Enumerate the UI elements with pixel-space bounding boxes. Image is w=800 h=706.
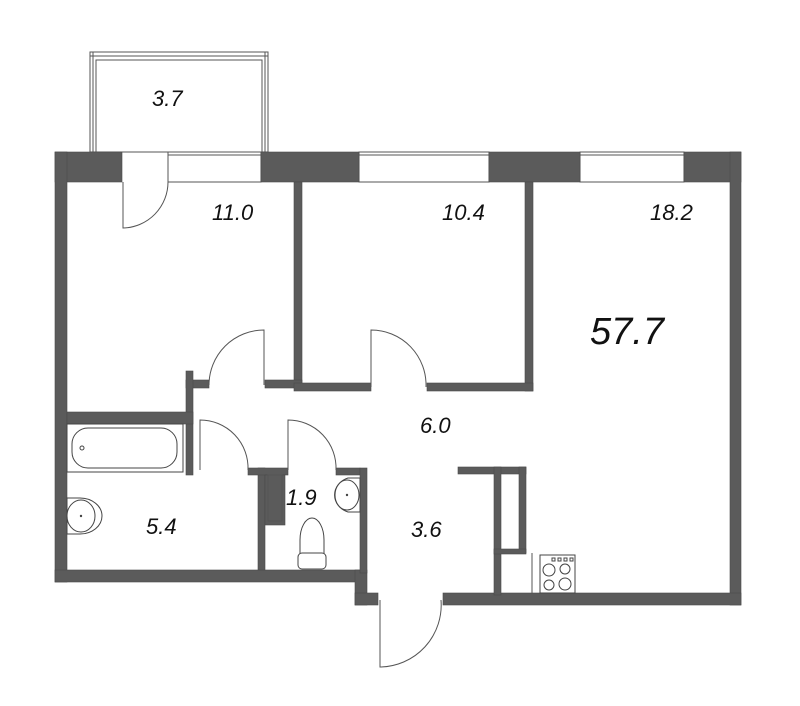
room-area-bedroom-2: 10.4 [442,200,485,225]
balcony [89,51,269,153]
sink-icon [66,497,103,535]
sink-icon [334,477,361,513]
bathroom-door[interactable] [199,419,249,471]
room-area-hallway: 6.0 [420,413,451,438]
bedroom-2-door[interactable] [370,329,427,388]
window [358,151,490,183]
room-area-toilet: 1.9 [286,485,317,510]
stove-icon [539,554,576,594]
toilet-door[interactable] [287,419,337,471]
exterior-walls [54,151,742,606]
balcony-door[interactable] [122,181,169,229]
bedroom-1-door[interactable] [208,329,265,386]
room-area-bedroom-1: 11.0 [212,200,254,225]
window [167,151,262,183]
room-area-living-kitchen: 18.2 [650,200,693,225]
entrance-door[interactable] [379,599,442,668]
interior-walls [66,181,534,596]
bathtub-icon [66,423,184,473]
toilet-icon [297,517,327,570]
room-area-bathroom: 5.4 [146,514,177,539]
room-area-entry: 3.6 [411,517,442,542]
total-area: 57.7 [590,311,666,353]
room-area-balcony: 3.7 [152,86,183,111]
window [579,151,685,183]
